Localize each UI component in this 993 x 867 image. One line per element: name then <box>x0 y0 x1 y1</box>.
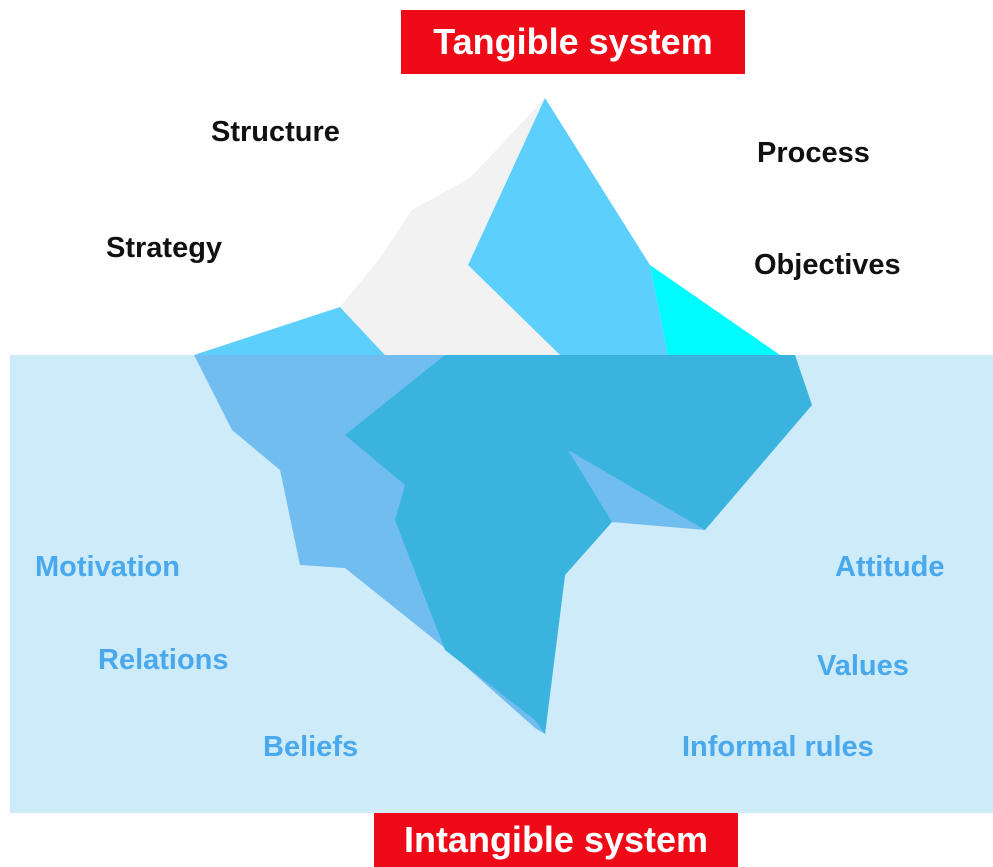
strategy-label: Strategy <box>106 232 223 264</box>
relations-label: Relations <box>98 644 229 676</box>
beliefs-label: Beliefs <box>263 731 359 763</box>
iceberg-underwater-core <box>345 355 812 734</box>
process-label: Process <box>757 137 870 169</box>
attitude-label: Attitude <box>835 551 945 583</box>
informal-rules-label: Informal rules <box>682 731 874 763</box>
objectives-label: Objectives <box>754 249 901 281</box>
values-label: Values <box>817 650 909 682</box>
iceberg-tip-snow-face <box>340 98 560 355</box>
tangible-system-banner: Tangible system <box>401 10 745 74</box>
iceberg-tip-left-face <box>194 307 385 355</box>
structure-label: Structure <box>211 116 340 148</box>
intangible-system-banner: Intangible system <box>374 813 738 867</box>
iceberg-tip-main-face <box>468 98 668 355</box>
iceberg-tip-right-face <box>650 265 780 355</box>
motivation-label: Motivation <box>35 551 180 583</box>
